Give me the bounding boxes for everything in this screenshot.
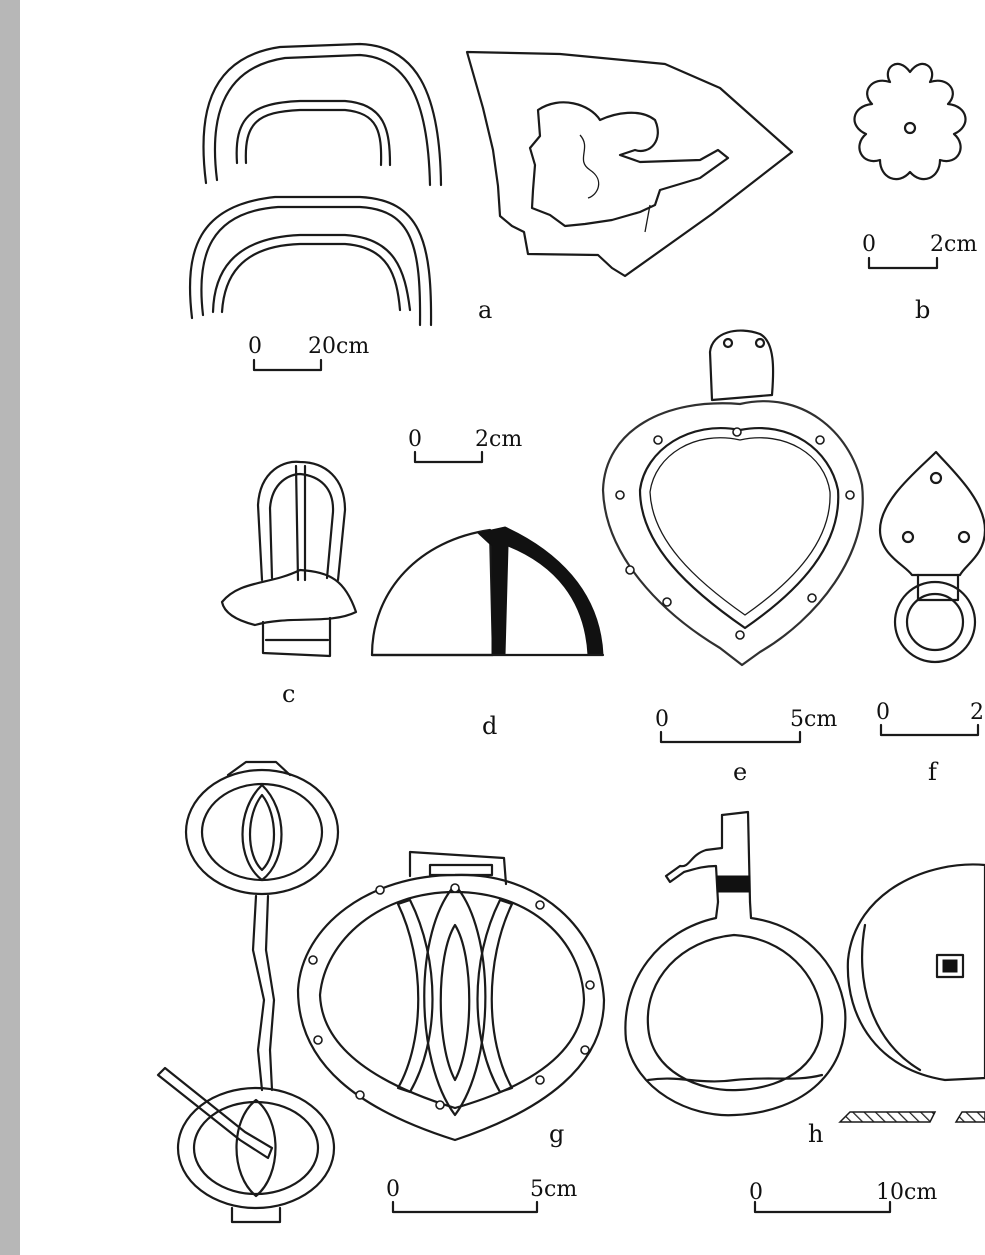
scale-e-right: 5cm	[790, 707, 837, 732]
artifact-h-disc	[846, 863, 985, 1082]
artifact-g-chain-ornaments	[156, 760, 340, 1224]
label-f: f	[928, 758, 939, 786]
artifact-a-saddle-arches	[188, 42, 443, 327]
scale-cd-right: 2cm	[475, 427, 522, 452]
left-margin-bar	[0, 0, 20, 1255]
scale-h-right: 10cm	[876, 1180, 937, 1205]
scale-f-left: 0	[876, 700, 890, 725]
scale-cd-left: 0	[408, 427, 422, 452]
scale-a-left: 0	[248, 334, 262, 359]
scale-g-right: 5cm	[530, 1177, 577, 1202]
artifact-b-rosette	[853, 62, 967, 181]
scale-bar-h: 0 10cm	[749, 1180, 937, 1214]
artifact-g-large-oval-mount	[296, 850, 606, 1142]
artifact-a-plate-fragment	[465, 50, 794, 278]
scale-b-left: 0	[862, 232, 876, 257]
scale-bar-a: 0 20cm	[248, 334, 369, 372]
label-b: b	[915, 296, 930, 324]
scale-f-right: 2	[970, 700, 984, 725]
artifact-h-section	[838, 1111, 985, 1123]
scale-bar-cd: 0 2cm	[408, 427, 522, 464]
scale-b-right: 2cm	[930, 232, 977, 257]
scale-bar-f: 0 2	[876, 700, 984, 737]
scale-e-left: 0	[655, 707, 669, 732]
artifact-d-boss	[370, 526, 605, 657]
label-c: c	[282, 680, 295, 708]
label-h: h	[808, 1120, 823, 1148]
artifact-h-stirrup-ring	[624, 810, 847, 1117]
scale-bar-e: 0 5cm	[655, 707, 837, 744]
artifact-e-mount	[601, 329, 864, 667]
label-a: a	[478, 296, 492, 324]
artifact-c-buckle	[220, 460, 358, 658]
label-e: e	[733, 758, 747, 786]
label-d: d	[482, 712, 497, 740]
artifact-f-ring-mount	[878, 450, 985, 664]
scale-h-left: 0	[749, 1180, 763, 1205]
scale-a-right: 20cm	[308, 334, 369, 359]
scale-g-left: 0	[386, 1177, 400, 1202]
scale-bar-g: 0 5cm	[386, 1177, 577, 1214]
label-g: g	[549, 1120, 564, 1148]
scale-bar-b: 0 2cm	[862, 232, 977, 270]
